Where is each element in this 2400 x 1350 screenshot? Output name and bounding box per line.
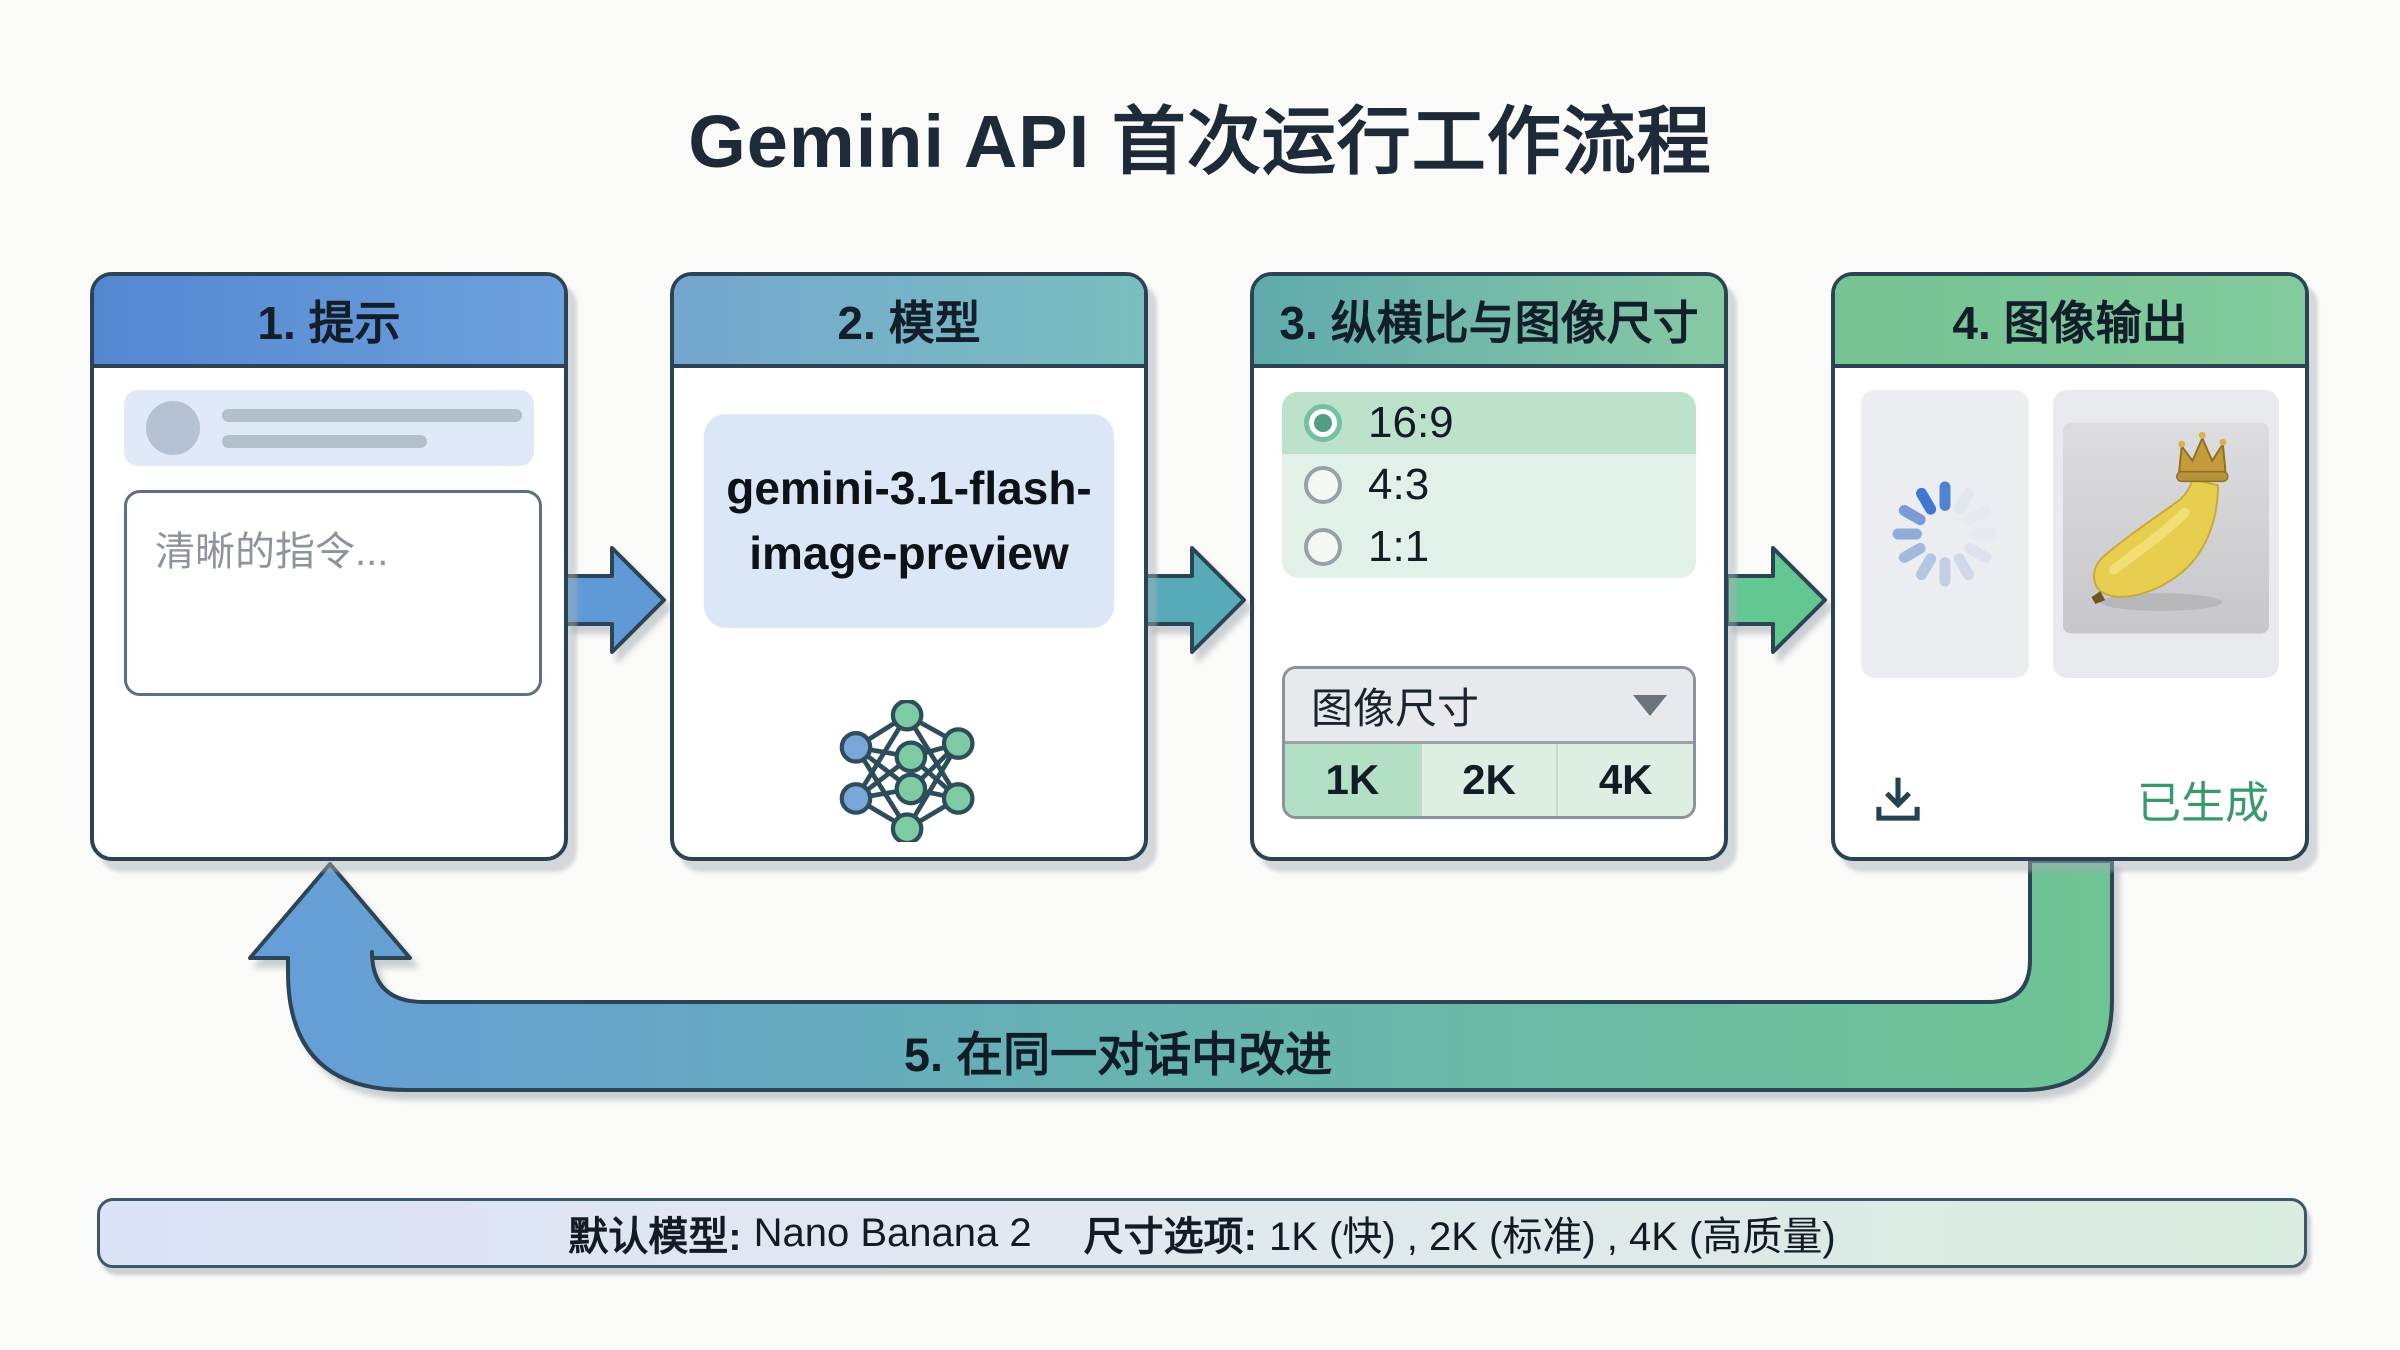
- aspect-option-16-9[interactable]: 16:9: [1282, 392, 1696, 454]
- status-badge: 已生成: [2137, 779, 2269, 828]
- generated-image-tile: [2053, 390, 2279, 678]
- chevron-down-icon: [1633, 694, 1667, 716]
- footer-size-value: 1K (快) , 2K (标准) , 4K (高质量): [1268, 1215, 1836, 1259]
- aspect-option-1-1[interactable]: 1:1: [1282, 516, 1696, 578]
- avatar: [146, 401, 200, 455]
- generated-banana-image: [2063, 422, 2269, 634]
- card-aspect-header: 3. 纵横比与图像尺寸: [1254, 276, 1724, 368]
- generating-tile: [1861, 390, 2029, 678]
- radio-unselected-icon[interactable]: [1304, 466, 1342, 504]
- output-footer: 已生成: [1871, 767, 2269, 831]
- footer-model-value: Nano Banana 2: [753, 1210, 1032, 1255]
- aspect-ratio-group: 16:9 4:3 1:1: [1282, 392, 1696, 578]
- card-image-output: 4. 图像输出: [1831, 272, 2309, 861]
- model-name-box: gemini-3.1-flash- image-preview: [704, 414, 1114, 628]
- arrow-model-to-aspect-icon: [1144, 546, 1246, 654]
- aspect-option-label: 4:3: [1368, 460, 1430, 509]
- card-model: 2. 模型 gemini-3.1-flash- image-preview: [670, 272, 1148, 861]
- footer-size-label: 尺寸选项:: [1083, 1215, 1257, 1259]
- card-prompt: 1. 提示: [90, 272, 568, 861]
- size-option-2k[interactable]: 2K: [1419, 744, 1557, 816]
- arrow-aspect-to-output-icon: [1725, 546, 1827, 654]
- placeholder-line: [222, 408, 522, 422]
- image-size-dropdown-label: 图像尺寸: [1311, 684, 1480, 732]
- size-option-4k[interactable]: 4K: [1556, 744, 1693, 816]
- card-prompt-header: 1. 提示: [94, 276, 564, 368]
- image-size-dropdown[interactable]: 图像尺寸: [1285, 669, 1693, 744]
- message-placeholder-lines: [222, 408, 522, 448]
- card-output-header: 4. 图像输出: [1835, 276, 2305, 368]
- radio-selected-icon[interactable]: [1304, 404, 1342, 442]
- size-option-1k[interactable]: 1K: [1285, 744, 1420, 816]
- arrow-prompt-to-model-icon: [564, 546, 666, 654]
- footer-info-bar: 默认模型: Nano Banana 2 尺寸选项: 1K (快) , 2K (标…: [97, 1198, 2307, 1268]
- model-name-line2: image-preview: [749, 527, 1069, 579]
- image-size-control: 图像尺寸 1K 2K 4K: [1282, 666, 1696, 819]
- radio-unselected-icon[interactable]: [1304, 528, 1342, 566]
- size-segmented-control: 1K 2K 4K: [1285, 744, 1693, 816]
- user-message-chip: [124, 390, 534, 466]
- footer-model-label: 默认模型:: [568, 1215, 742, 1259]
- page-title: Gemini API 首次运行工作流程: [688, 100, 1712, 183]
- feedback-loop-arrow: [248, 859, 2114, 1092]
- model-name-line1: gemini-3.1-flash-: [726, 461, 1092, 514]
- prompt-input[interactable]: [124, 490, 542, 696]
- aspect-option-4-3[interactable]: 4:3: [1282, 454, 1696, 516]
- aspect-option-label: 1:1: [1368, 522, 1430, 571]
- neural-network-icon: [839, 700, 975, 842]
- card-aspect-size: 3. 纵横比与图像尺寸 16:9 4:3 1:1 图像尺寸 1K 2K 4K: [1250, 272, 1728, 861]
- output-tiles: [1861, 390, 2279, 678]
- download-icon[interactable]: [1871, 772, 1925, 826]
- loading-spinner-icon: [1892, 481, 1998, 587]
- aspect-option-label: 16:9: [1368, 398, 1454, 447]
- card-model-header: 2. 模型: [674, 276, 1144, 368]
- feedback-loop-label: 5. 在同一对话中改进: [903, 1028, 1333, 1081]
- placeholder-line: [222, 434, 427, 448]
